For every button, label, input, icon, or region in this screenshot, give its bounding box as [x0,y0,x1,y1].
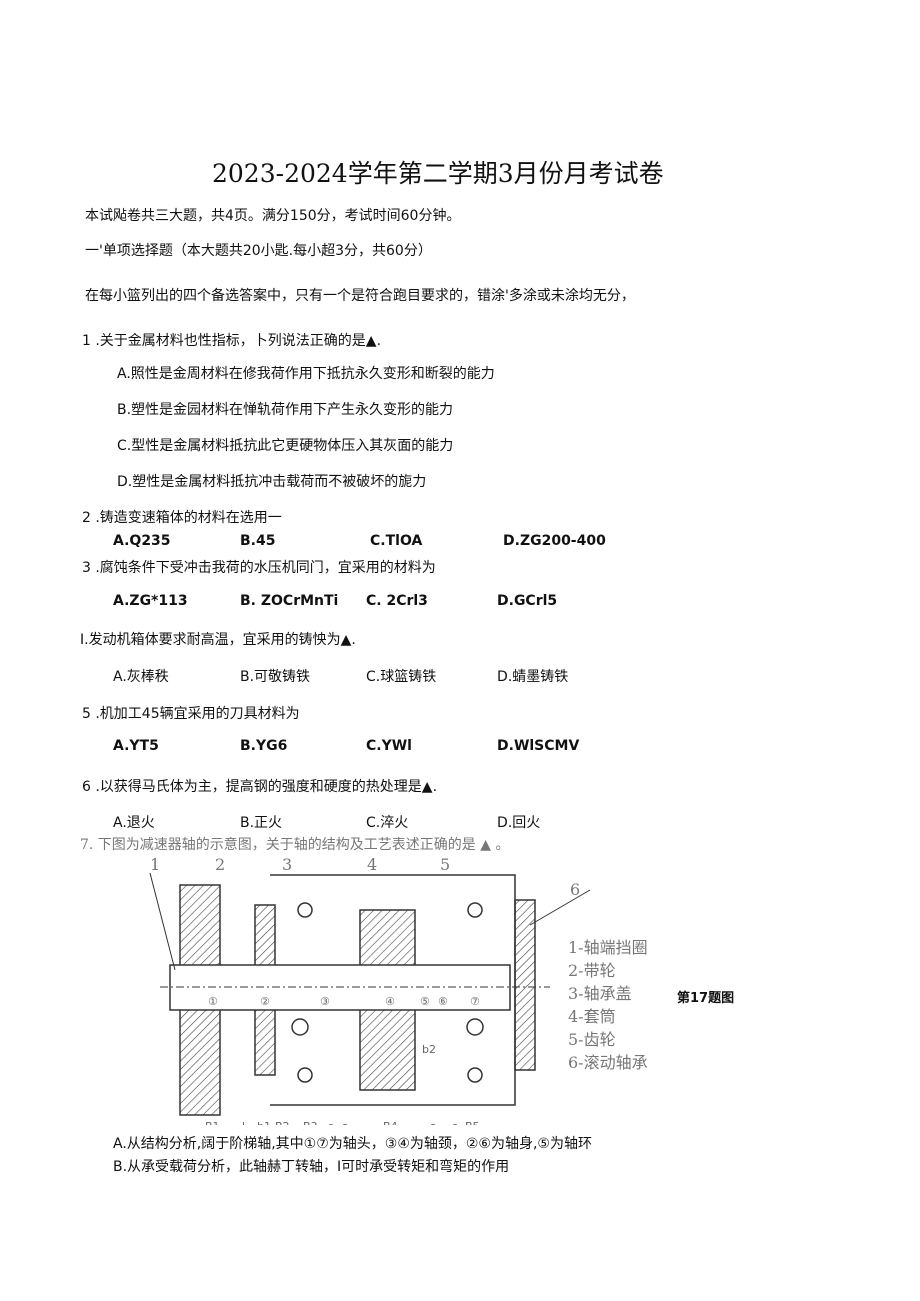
q6-option-a: A.退火 [113,815,155,831]
callout-1: 1 [150,855,160,874]
page-title: 2023-2024学年第二学期3月份月考试卷 [212,159,664,188]
dim-b2-small: b2 [422,1043,436,1056]
callout-3: 3 [282,855,292,874]
dim-l: l [242,1120,245,1125]
mark-3: ③ [320,995,330,1008]
q3-option-b: B. ZOCrMnTi [240,593,339,609]
q7-option-b: B.从承受载荷分析，此轴赫丁转轴，I可时承受转矩和弯矩的作用 [113,1159,510,1175]
callout-6: 6 [570,880,580,899]
question-4-stem: I.发动机箱体要求耐高温，宜采用的铸怏为▲. [80,632,356,648]
instruction-text: 在每小篮列出的四个备选答案中，只有一个是符合跑目要求的，错涂'多涂或未涂均无分， [85,288,635,304]
reducer-shaft-diagram: 1 2 3 4 5 6 ① ② ③ ④ ⑤ ⑥ ⑦ B1 l b1 B2 B3 … [149,855,734,1125]
figure-caption: 第17题图 [677,990,734,1006]
q2-option-a: A.Q235 [113,533,171,549]
dim-b2: B2 [275,1120,290,1125]
dim-b1: B1 [205,1120,220,1125]
q4-option-a: A.灰棒秩 [113,669,169,685]
q5-option-b: B.YG6 [240,738,288,754]
q7-option-a: A.从结构分析,阔于阶梯轴,其中①⑦为轴头，③④为轴颈，②⑥为轴身,⑤为轴环 [113,1136,592,1152]
q4-option-b: B.可敬铸铁 [240,669,311,685]
dim-b5: B5 [465,1120,480,1125]
q1-option-d: D.塑性是金属材料抵抗冲击载荷而不被破坏的旎力 [117,474,427,490]
section-heading: 一'单项选择题（本大题共20小匙.每小超3分，共60分） [85,243,432,259]
legend-item-1: 1-轴端挡圈 [568,938,648,957]
dim-b4: B4 [383,1120,398,1125]
q5-option-c: C.YWl [366,738,412,754]
mark-4: ④ [385,995,395,1008]
callout-5: 5 [440,855,450,874]
callout-4: 4 [367,855,377,874]
legend-item-4: 4-套筒 [568,1007,616,1026]
question-5-stem: 5 .机加工45辆宜采用的刀具材料为 [82,706,300,722]
q3-option-d: D.GCrl5 [497,593,558,609]
q5-option-d: D.WlSCMV [497,738,580,754]
question-6-stem: 6 .以获得马氏体为主，提高钢的强度和硬度的热处理是▲. [82,779,438,795]
q6-option-c: C.淬火 [366,815,409,831]
q3-option-c: C. 2Crl3 [366,593,428,609]
dim-b3: B3 [303,1120,318,1125]
q6-option-b: B.正火 [240,815,283,831]
callout-2: 2 [215,855,225,874]
q2-option-d: D.ZG200-400 [503,533,606,549]
bearing-cap-right [514,899,536,1071]
question-3-stem: 3 .腐饨条件下受冲击我荷的水压机同门，宜采用的材料为 [82,560,436,576]
legend-item-6: 6-滚动轴承 [568,1053,648,1072]
question-7-stem: 7. 下图为减速器轴的示意图，关于轴的结构及工艺表述正确的是 ▲ 。 [80,837,510,853]
dim-a: a [342,1120,349,1125]
mark-7: ⑦ [470,995,480,1008]
q6-option-d: D.回火 [497,815,541,831]
mark-6: ⑥ [438,995,448,1008]
q1-option-a: A.照性是金周材料在修我荷作用下抵抗永久变形和断裂的能力 [117,366,495,382]
q1-option-c: C.型性是金属材料抵抗此它更硬物体压入其灰面的能力 [117,438,454,454]
q5-option-a: A.YT5 [113,738,159,754]
question-2-stem: 2 .铸造变速箱体的材料在选用一 [82,510,282,526]
mark-1: ① [208,995,218,1008]
legend-item-5: 5-齿轮 [568,1030,616,1049]
q2-option-c: C.TlOA [370,533,423,549]
mark-2: ② [260,995,270,1008]
q2-option-b: B.45 [240,533,276,549]
dim-a2: a [430,1120,437,1125]
q1-option-b: B.塑性是金园材料在惮轨荷作用下产生永久变形的能力 [117,402,454,418]
mark-5: ⑤ [420,995,430,1008]
legend-item-2: 2-带轮 [568,961,616,980]
dim-b1-small: b1 [257,1120,271,1125]
intro-text: 本试飐卷共三大题，共4页。满分150分，考试时间60分钟。 [85,208,461,224]
q4-option-c: C.球篮铸铁 [366,669,437,685]
q3-option-a: A.ZG*113 [113,593,188,609]
question-1-stem: 1 .关于金属材料也性指标，卜列说法正确的是▲. [82,333,382,349]
legend-item-3: 3-轴承盖 [568,984,632,1003]
q4-option-d: D.蜻墨铸铁 [497,669,569,685]
dim-s2: s [452,1120,458,1125]
dim-s: s [328,1120,334,1125]
